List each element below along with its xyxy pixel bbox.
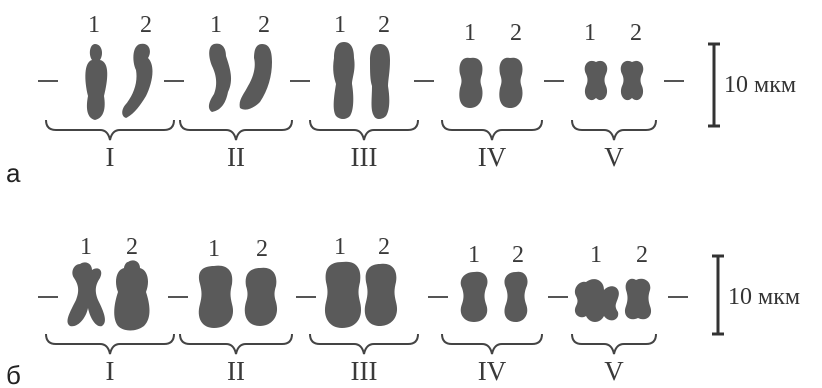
chromosome-a-IV-1 [459,57,483,108]
brace-b-IV [441,333,543,355]
chromatid-label-b-IV-2: 2 [512,242,524,268]
chromosome-a-III-1 [333,42,355,119]
chromosome-b-IV-2 [504,271,528,322]
group-label-a-IV: IV [478,142,507,172]
chromosome-b-III-1 [324,261,362,328]
chromatid-label-b-IV-1: 1 [468,242,480,268]
chromosome-a-V-1 [584,60,608,101]
group-label-a-III: III [351,142,378,172]
chromosome-a-II-2 [239,44,272,110]
brace-b-II [179,333,293,355]
brace-a-IV [441,119,543,141]
chromatid-label-a-IV-1: 1 [464,20,476,46]
chromatid-label-a-II-2: 2 [258,12,270,38]
group-label-b-V: V [604,356,624,386]
chromosome-a-V-2 [620,60,644,101]
group-label-b-II: II [227,356,245,386]
chromatid-label-a-V-2: 2 [630,20,642,46]
panel-a: 1 2 1 2 1 2 1 2 1 2 I II [6,12,796,188]
chromosome-b-V-2 [624,278,652,320]
chromatid-label-a-I-2: 2 [140,12,152,38]
chromosome-b-V-1 [574,279,619,322]
chromatid-label-a-II-1: 1 [210,12,222,38]
chromatid-label-b-V-1: 1 [590,242,602,268]
brace-b-I [45,333,175,355]
scale-label-b: 10 мкм [728,284,800,310]
chromosome-a-IV-2 [499,57,523,108]
panel-label-b: б [6,360,21,388]
chromatid-label-a-III-2: 2 [378,12,390,38]
group-label-a-I: I [106,142,115,172]
chromosome-a-II-1 [208,43,232,113]
scale-label-a: 10 мкм [724,72,796,98]
chromosome-b-II-2 [244,267,278,326]
brace-a-II [179,119,293,141]
chromosome-a-I-2 [122,43,153,119]
chromosome-b-I-2 [114,260,150,331]
chromosome-b-I-1 [67,262,105,327]
group-label-b-III: III [351,356,378,386]
chromatid-label-b-V-2: 2 [636,242,648,268]
group-label-a-II: II [227,142,245,172]
brace-a-I [45,119,175,141]
chromatid-label-b-I-2: 2 [126,234,138,260]
panel-label-a: а [6,158,21,188]
brace-a-V [571,119,657,141]
group-label-b-I: I [106,356,115,386]
brace-b-V [571,333,657,355]
chromatid-label-b-III-2: 2 [378,234,390,260]
brace-b-III [309,333,419,355]
chromosome-b-II-1 [198,265,234,328]
chromatid-label-a-IV-2: 2 [510,20,522,46]
chromosome-a-I-1 [85,44,108,120]
chromosome-b-III-2 [364,263,398,326]
chromatid-label-b-I-1: 1 [80,234,92,260]
chromatid-label-b-III-1: 1 [334,234,346,260]
group-label-b-IV: IV [478,356,507,386]
chromatid-label-b-II-1: 1 [208,236,220,262]
brace-a-III [309,119,419,141]
chromosome-b-IV-1 [460,271,488,322]
chromatid-label-a-V-1: 1 [584,20,596,46]
chromatid-label-a-I-1: 1 [88,12,100,38]
group-label-a-V: V [604,142,624,172]
panel-b: 1 2 1 2 1 2 1 2 1 2 I II III IV V [6,234,800,388]
chromatid-label-b-II-2: 2 [256,236,268,262]
chromatid-label-a-III-1: 1 [334,12,346,38]
chromosome-a-III-2 [370,44,390,119]
